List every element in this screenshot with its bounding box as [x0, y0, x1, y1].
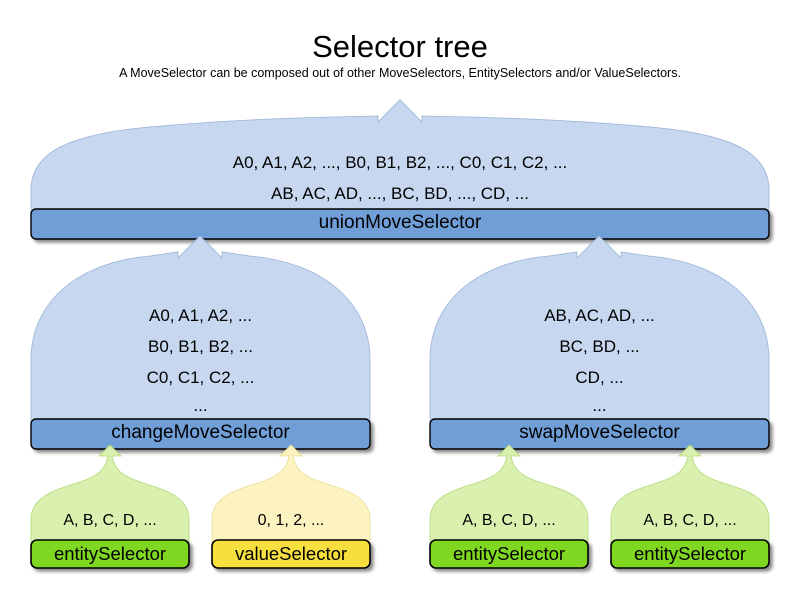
change-value-bar[interactable] — [211, 539, 371, 569]
node-change-move-selector[interactable] — [30, 235, 371, 450]
swap-output-line-3: CD, ... — [575, 368, 624, 387]
change-value-shape — [211, 444, 371, 546]
page-title: Selector tree — [312, 29, 488, 64]
change-output-line-2: B0, B1, B2, ... — [148, 337, 253, 356]
page-subtitle: A MoveSelector can be composed out of ot… — [119, 66, 681, 80]
swap-entity-left-output-line: A, B, C, D, ... — [462, 512, 556, 529]
node-change-entity-selector[interactable] — [30, 444, 190, 569]
swap-entity-right-bar-label: entitySelector — [633, 543, 747, 564]
union-body-shape — [30, 99, 770, 213]
swap-entity-left-bar[interactable] — [429, 539, 589, 569]
change-entity-bar[interactable] — [30, 539, 190, 569]
change-value-output-line: 0, 1, 2, ... — [257, 512, 325, 529]
node-swap-entity-selector-right[interactable] — [610, 444, 770, 569]
swap-entity-right-bar[interactable] — [610, 539, 770, 569]
swap-output-line-4: ... — [592, 396, 607, 415]
node-swap-move-selector[interactable] — [429, 235, 770, 450]
change-entity-output-line: A, B, C, D, ... — [63, 512, 157, 529]
swap-output-line-1: AB, AC, AD, ... — [544, 306, 655, 325]
change-entity-shape — [30, 444, 190, 546]
change-body-shape — [30, 235, 371, 425]
union-bar[interactable] — [30, 208, 770, 240]
swap-output-line-2: BC, BD, ... — [559, 337, 640, 356]
node-change-value-selector[interactable] — [211, 444, 371, 569]
change-entity-bar-label: entitySelector — [53, 543, 167, 564]
change-output-line-1: A0, A1, A2, ... — [148, 306, 252, 325]
union-output-line-2: AB, AC, AD, ..., BC, BD, ..., CD, ... — [271, 184, 529, 203]
union-output-line-1: A0, A1, A2, ..., B0, B1, B2, ..., C0, C1… — [232, 153, 568, 172]
swap-entity-right-output-line: A, B, C, D, ... — [643, 512, 737, 529]
change-bar-label: changeMoveSelector — [111, 422, 290, 443]
swap-bar[interactable] — [429, 418, 770, 450]
change-output-line-4: ... — [193, 396, 208, 415]
swap-entity-left-shape — [429, 444, 589, 546]
swap-bar-label: swapMoveSelector — [519, 422, 680, 443]
union-bar-label: unionMoveSelector — [318, 212, 482, 233]
node-swap-entity-selector-left[interactable] — [429, 444, 589, 569]
change-value-bar-label: valueSelector — [234, 543, 348, 564]
swap-body-shape — [429, 235, 770, 425]
change-bar[interactable] — [30, 418, 371, 450]
node-union-move-selector[interactable] — [30, 99, 770, 240]
swap-entity-left-bar-label: entitySelector — [452, 543, 566, 564]
change-output-line-3: C0, C1, C2, ... — [146, 368, 255, 387]
swap-entity-right-shape — [610, 444, 770, 546]
